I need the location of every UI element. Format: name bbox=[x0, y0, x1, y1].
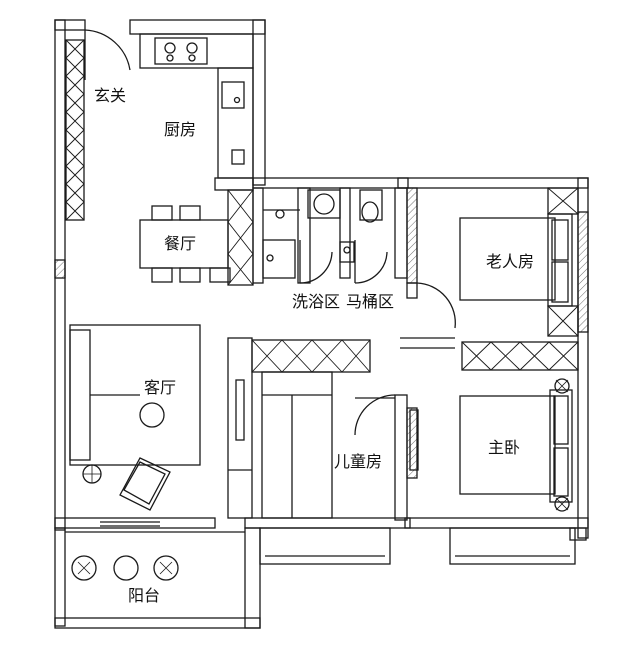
dining-set bbox=[139, 205, 231, 283]
label-elderly-room: 老人房 bbox=[486, 252, 535, 271]
balcony-furniture bbox=[71, 555, 179, 581]
bath-block bbox=[252, 187, 408, 284]
outer-walls bbox=[54, 19, 589, 539]
bay-windows bbox=[259, 527, 587, 565]
elderly-room bbox=[400, 187, 579, 349]
children-room bbox=[227, 337, 408, 521]
label-balcony: 阳台 bbox=[128, 586, 161, 605]
living-room bbox=[69, 324, 201, 511]
label-kitchen: 厨房 bbox=[164, 120, 197, 139]
label-master-bedroom: 主卧 bbox=[488, 438, 521, 457]
kitchen-fixtures bbox=[139, 33, 254, 286]
entrance-area bbox=[65, 29, 131, 221]
label-toilet-area: 马桶区 bbox=[346, 292, 395, 311]
label-living: 客厅 bbox=[144, 378, 177, 397]
hall-wardrobes bbox=[251, 339, 579, 373]
master-bedroom bbox=[406, 378, 573, 512]
label-dining: 餐厅 bbox=[164, 234, 197, 253]
label-children-room: 儿童房 bbox=[334, 452, 383, 471]
label-washing-area: 洗浴区 bbox=[292, 292, 341, 311]
label-entrance: 玄关 bbox=[94, 86, 127, 105]
balcony-outline bbox=[54, 521, 261, 629]
